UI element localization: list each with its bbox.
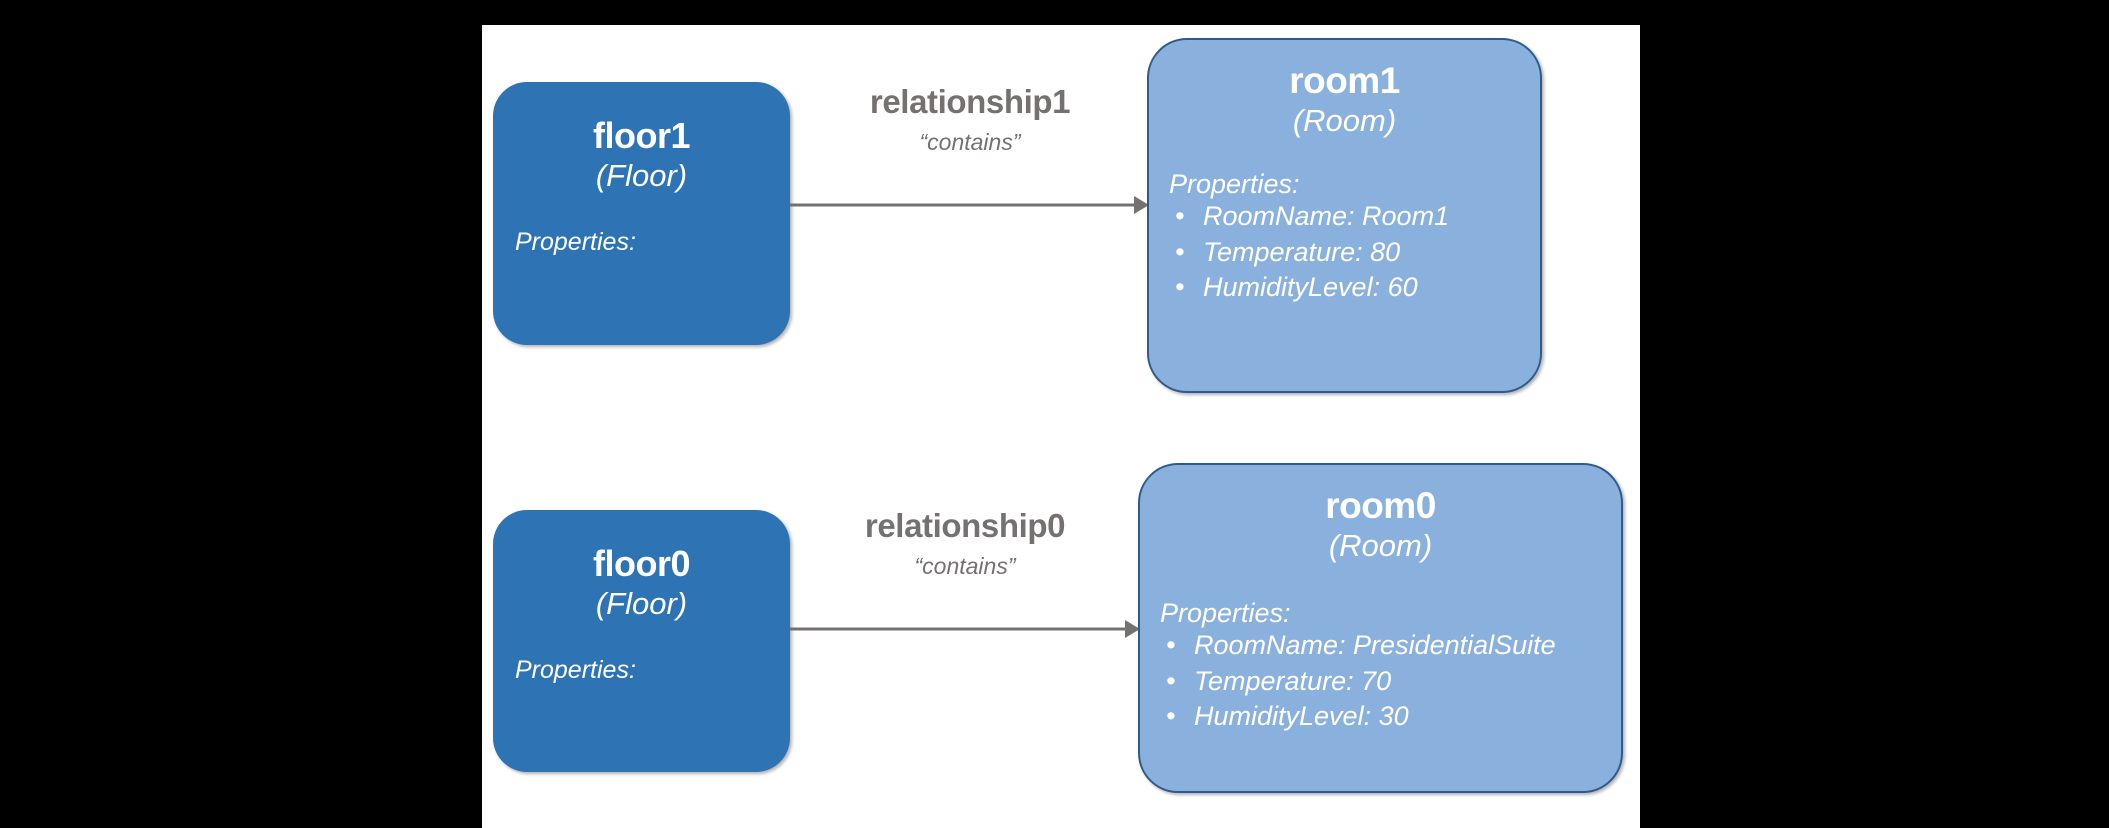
node-floor1[interactable]: floor1 (Floor) Properties: — [493, 82, 790, 345]
node-room1-title: room1 — [1289, 60, 1400, 101]
property-item: • Temperature: 70 — [1160, 664, 1621, 700]
node-room1[interactable]: room1 (Room) Properties: • RoomName: Room… — [1147, 38, 1542, 393]
node-room1-properties-list: • RoomName: Room1 • Temperature: 80 • Humidit… — [1169, 199, 1540, 306]
edge-relationship0-labels: relationship0 “contains” — [755, 509, 1175, 578]
property-text: HumidityLevel: 30 — [1194, 701, 1409, 732]
property-text: Temperature: 80 — [1203, 236, 1401, 267]
node-room1-properties-label: Properties: — [1169, 168, 1300, 199]
edge-relationship0[interactable]: relationship0 “contains” — [790, 509, 1140, 649]
arrow-right-icon — [790, 196, 1149, 214]
bullet-icon: • — [1166, 701, 1176, 732]
node-room0-properties-list: • RoomName: PresidentialSuite • Temperature… — [1160, 628, 1621, 735]
property-text: HumidityLevel: 60 — [1203, 272, 1418, 303]
bullet-icon: • — [1166, 630, 1176, 661]
property-text: RoomName: Room1 — [1203, 201, 1450, 232]
property-item: • RoomName: Room1 — [1169, 199, 1540, 235]
node-room0[interactable]: room0 (Room) Properties: • RoomName: Pres… — [1138, 463, 1623, 793]
property-item: • HumidityLevel: 60 — [1169, 270, 1540, 306]
property-item: • HumidityLevel: 30 — [1160, 699, 1621, 735]
slide-canvas: floor1 (Floor) Properties: relationship1… — [482, 25, 1640, 828]
node-floor0[interactable]: floor0 (Floor) Properties: — [493, 510, 790, 772]
node-floor1-type: (Floor) — [595, 158, 688, 193]
node-room0-type: (Room) — [1328, 528, 1433, 563]
bullet-icon: • — [1175, 236, 1185, 267]
node-floor0-title: floor0 — [592, 543, 691, 584]
node-room1-type: (Room) — [1292, 103, 1397, 138]
property-item: • RoomName: PresidentialSuite — [1160, 628, 1621, 664]
edge-relationship0-name: relationship0 — [864, 507, 1066, 544]
node-floor1-title: floor1 — [592, 115, 691, 156]
bullet-icon: • — [1166, 665, 1176, 696]
edge-relationship1[interactable]: relationship1 “contains” — [790, 85, 1149, 225]
edge-relationship1-labels: relationship1 “contains” — [760, 85, 1180, 154]
property-text: RoomName: PresidentialSuite — [1194, 630, 1556, 661]
arrow-right-icon — [790, 620, 1140, 638]
edge-relationship0-kind: “contains” — [914, 553, 1016, 579]
node-room0-title: room0 — [1325, 485, 1436, 526]
property-text: Temperature: 70 — [1194, 665, 1392, 696]
node-room0-properties-label: Properties: — [1160, 597, 1291, 628]
node-floor0-type: (Floor) — [595, 586, 688, 621]
property-item: • Temperature: 80 — [1169, 235, 1540, 271]
node-floor0-properties-label: Properties: — [515, 655, 636, 684]
bullet-icon: • — [1175, 201, 1185, 232]
bullet-icon: • — [1175, 272, 1185, 303]
edge-relationship1-name: relationship1 — [869, 83, 1071, 120]
edge-relationship1-kind: “contains” — [919, 129, 1021, 155]
node-floor1-properties-label: Properties: — [515, 227, 636, 256]
